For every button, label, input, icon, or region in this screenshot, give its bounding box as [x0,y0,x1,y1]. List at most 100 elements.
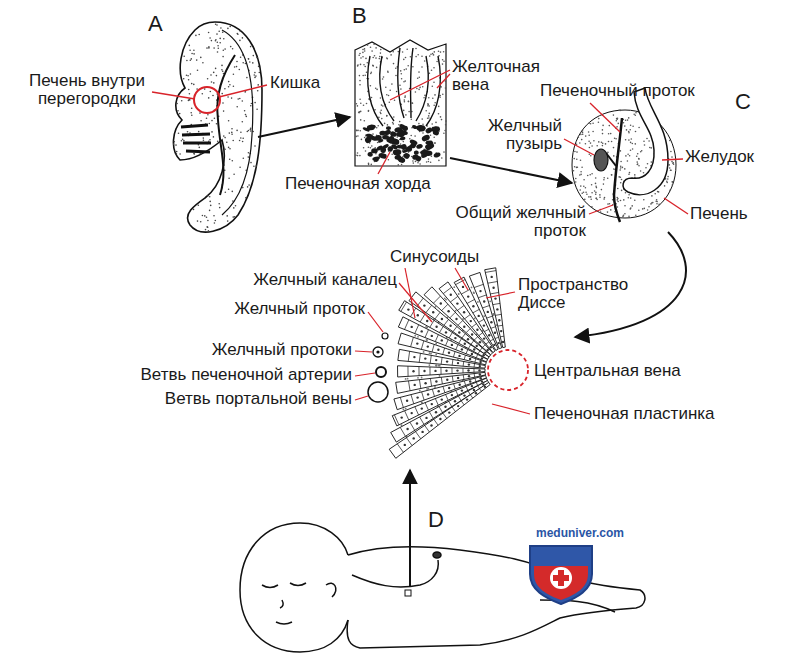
cell-nucleus [406,428,408,430]
part-label-holder: Желчный пузырь [470,117,562,153]
cell-nucleus [435,326,437,328]
stipple-dot [628,215,630,217]
cell-border [456,390,458,395]
part-label-holder: Ветвь портальной вены [165,390,352,408]
cell-border [484,329,488,331]
stipple-dot [589,122,591,124]
stipple-dot [445,87,447,89]
cell-border [415,407,419,415]
stipple-dot [382,78,384,80]
stipple-dot [242,121,244,123]
stipple-dot [399,121,401,123]
cell-nucleus [459,384,461,386]
part-label: Печень [690,205,748,223]
stipple-dot [231,132,233,134]
cell-nucleus [456,369,458,371]
cell-border [480,348,482,351]
cell-nucleus [412,370,414,372]
stipple-dot [357,155,359,157]
stipple-dot [400,88,402,90]
cell-border [474,337,477,340]
stipple-dot [581,167,583,169]
stipple-dot [580,134,582,136]
cell-border [429,367,430,375]
stipple-dot [242,141,244,143]
stipple-dot [634,174,636,176]
cell-nucleus [444,406,446,408]
stipple-dot [203,137,205,139]
sinusoid-dot [474,318,476,320]
cell-nucleus [411,326,413,328]
stipple-dot [199,147,201,149]
stipple-dot [575,178,577,180]
cell-border [459,339,462,344]
stipple-dot [411,119,413,121]
stipple-dot [580,171,582,173]
cell-border [490,339,493,341]
stipple-dot [360,111,362,113]
stipple-dot [357,105,359,107]
stipple-dot [364,48,366,50]
flow-arrow [258,117,350,137]
stipple-dot [588,196,590,198]
stipple-dot [236,106,238,108]
stipple-dot [242,100,244,102]
stipple-dot [417,54,419,56]
stipple-dot [183,56,185,58]
stipple-dot [598,118,600,120]
stipple-dot [380,109,382,111]
stipple-dot [372,57,374,59]
stipple-dot [250,129,252,131]
stipple-dot [635,143,637,145]
stipple-dot [595,192,597,194]
cell-nucleus [497,342,499,344]
stipple-dot [669,189,671,191]
stipple-dot [444,130,446,132]
stipple-dot [362,75,364,77]
cell-border [466,350,468,354]
stipple-dot [254,74,256,76]
stipple-dot [422,132,424,134]
stipple-dot [376,67,378,69]
stipple-dot [610,209,612,211]
stipple-dot [181,140,183,142]
stipple-dot [603,198,605,200]
stipple-dot [387,58,389,60]
cell-border [491,327,496,329]
stipple-dot [577,167,579,169]
cell-nucleus [448,411,450,413]
stipple-dot [202,62,204,64]
cord-cell [379,131,386,136]
stipple-dot [632,125,634,127]
stipple-dot [373,44,375,46]
stipple-dot [616,118,618,120]
stipple-dot [225,191,227,193]
leader-line [355,373,375,376]
stipple-dot [217,140,219,142]
cell-border [411,337,414,347]
cell-border [415,325,419,334]
stipple-dot [390,54,392,56]
stipple-dot [209,37,211,39]
stipple-dot [218,203,220,205]
stipple-dot [630,207,632,209]
stipple-dot [637,164,639,166]
stipple-dot [628,131,630,133]
stipple-dot [625,192,627,194]
stipple-dot [618,110,620,112]
stipple-dot [379,58,381,60]
stipple-dot [576,159,578,161]
stipple-dot [411,102,413,104]
stipple-dot [602,125,604,127]
stipple-dot [628,173,630,175]
stipple-dot [378,117,380,119]
stipple-dot [224,48,226,50]
stipple-dot [368,110,370,112]
stipple-dot [428,105,430,107]
stipple-dot [223,110,225,112]
cell-border [408,381,410,391]
cell-nucleus [411,412,413,414]
stipple-dot [670,151,672,153]
part-label: Печень внутри перегородки [22,72,152,108]
